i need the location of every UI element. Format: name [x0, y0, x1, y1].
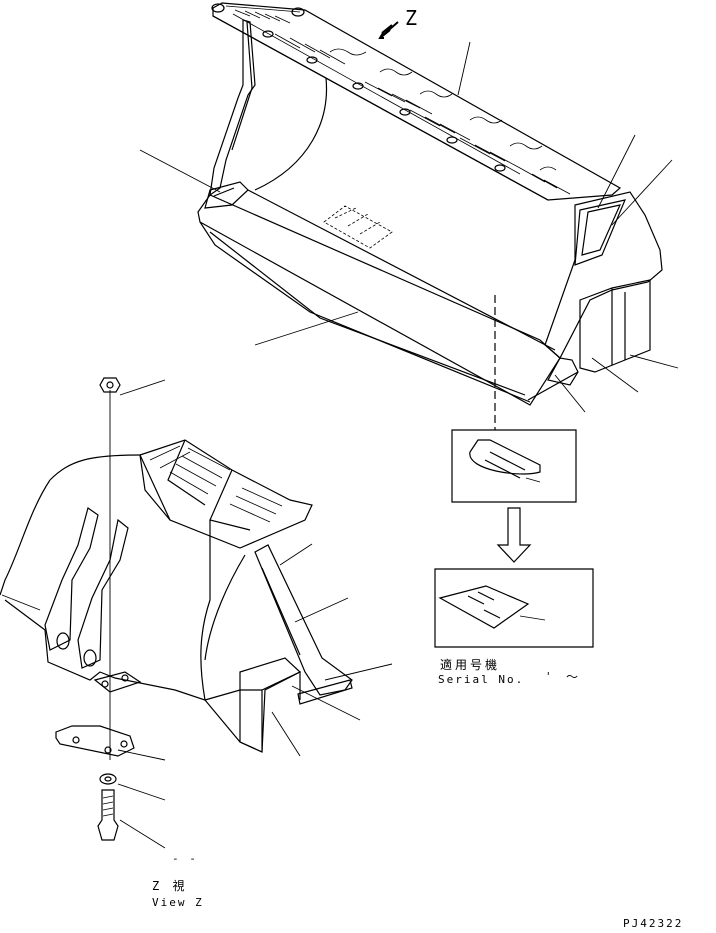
- z-arrow-letter: Z: [405, 6, 418, 30]
- washer: [100, 774, 116, 784]
- bolt-stack: [56, 378, 134, 840]
- small-dashes: - -: [172, 852, 198, 865]
- top-bucket: [198, 3, 662, 430]
- nut: [100, 378, 120, 392]
- top-leader-lines: [140, 42, 678, 412]
- grating-hatch: [226, 6, 570, 194]
- bolt: [98, 790, 118, 840]
- bottom-left-arm-1: [45, 508, 98, 650]
- bucket-body: [198, 195, 560, 405]
- left-side-arm: [210, 20, 255, 195]
- mount-plate: [56, 726, 134, 756]
- inset-box-after: [435, 569, 593, 647]
- top-rib-knobs: [212, 4, 505, 171]
- drawing-number: PJ42322: [623, 917, 684, 930]
- serial-label-en: Serial No.: [438, 673, 525, 686]
- serial-tick: ': [545, 670, 554, 683]
- left-pivot-block: [205, 182, 248, 208]
- serial-tilde: 〜: [566, 670, 582, 684]
- bottom-wear-block: [240, 658, 300, 752]
- serial-label-jp: 適用号機: [440, 658, 501, 672]
- bottom-bucket: [0, 440, 352, 752]
- bottom-right-arm: [255, 545, 352, 695]
- inset-box-before: [452, 430, 576, 502]
- scallop-edge: [330, 49, 556, 170]
- left-side-curve: [255, 78, 326, 190]
- view-z-label-en: View Z: [152, 896, 204, 909]
- bottom-leader-lines: [2, 380, 392, 848]
- right-wear-block: [580, 280, 650, 372]
- z-view-arrow: [380, 22, 398, 38]
- bottom-left-arm-2: [78, 520, 128, 668]
- top-grating-strip: [213, 3, 620, 200]
- bottom-plate-holes: [324, 206, 392, 248]
- right-side-plate: [545, 192, 662, 358]
- view-z-label-jp: Z 視: [152, 879, 188, 893]
- transition-arrow: [498, 508, 530, 562]
